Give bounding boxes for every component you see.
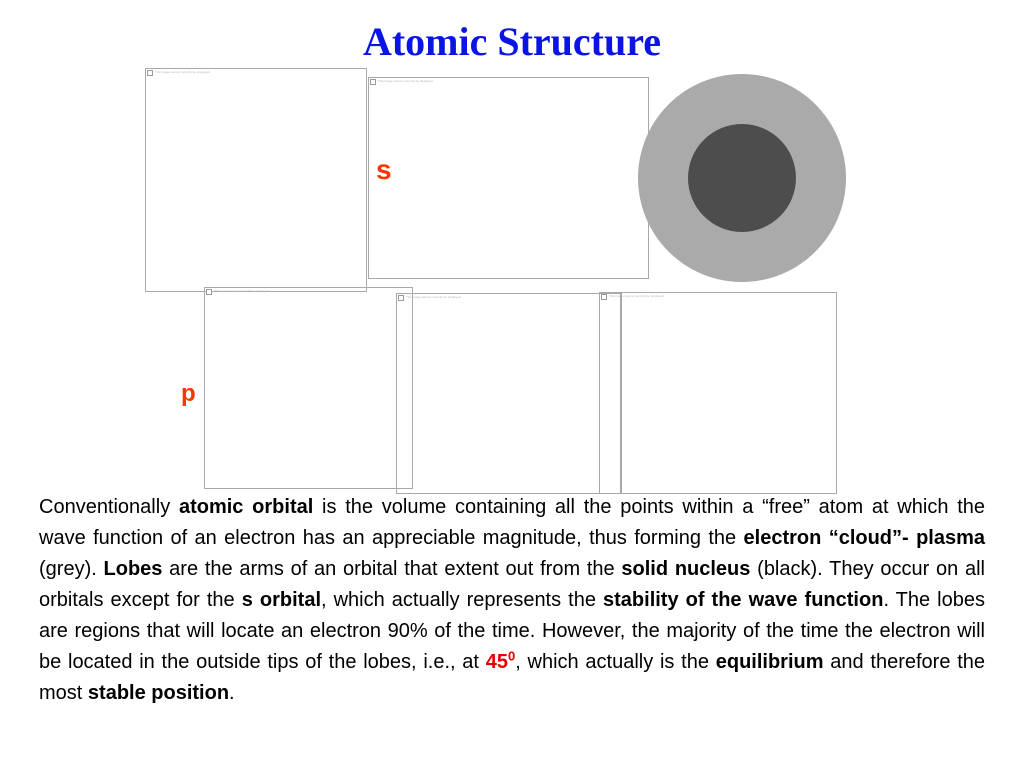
image-placeholder-caption: This image cannot currently be displayed… — [609, 294, 665, 298]
image-placeholder-s-orbital-2: This image cannot currently be displayed… — [368, 77, 649, 279]
description-text: , which actually represents the — [321, 589, 604, 611]
image-placeholder-caption: This image cannot currently be displayed… — [155, 70, 211, 74]
s-orbital-label: s — [376, 154, 392, 185]
orbital-description: Conventionally atomic orbital is the vol… — [39, 492, 985, 709]
electron-cloud — [638, 74, 846, 282]
slide-title: Atomic Structure — [362, 19, 662, 64]
solid-nucleus — [688, 124, 796, 232]
description-text: . The lobes are regions that will locate… — [39, 589, 985, 673]
description-keyword: stability of the wave function — [603, 589, 884, 611]
description-text: (black). They occur on all orbitals exce… — [39, 558, 985, 611]
p-orbital-label: p — [181, 380, 196, 407]
description-angle-superscript: 0 — [508, 648, 516, 664]
description-keyword: s orbital — [241, 589, 321, 611]
description-text: and therefore the most — [39, 651, 986, 704]
description-text: are the arms of an orbital that extent o… — [162, 558, 622, 580]
image-placeholder-s-orbital-1: This image cannot currently be displayed… — [145, 68, 367, 292]
image-placeholder-p-orbital-4 — [620, 292, 622, 494]
description-keyword: electron “cloud”- plasma — [743, 527, 985, 549]
description-text: , which actually is the — [515, 651, 716, 673]
image-placeholder-caption: This image cannot currently be displayed… — [378, 79, 434, 83]
image-placeholder-caption: This image cannot currently be displayed… — [406, 295, 462, 299]
description-keyword: equilibrium — [715, 651, 824, 673]
broken-image-icon — [147, 70, 153, 76]
image-placeholder-p-orbital-2: This image cannot currently be displayed… — [396, 293, 622, 494]
broken-image-icon — [206, 289, 212, 295]
image-placeholder-p-orbital-3: This image cannot currently be displayed… — [599, 292, 837, 494]
broken-image-icon — [370, 79, 376, 85]
description-text: (grey). — [39, 558, 104, 580]
description-text: is the volume containing all the points … — [39, 496, 985, 549]
description-keyword: atomic orbital — [178, 496, 314, 518]
description-keyword: Lobes — [103, 558, 163, 580]
broken-image-icon — [601, 294, 607, 300]
broken-image-icon — [398, 295, 404, 301]
description-angle-value: 45 — [485, 651, 508, 673]
description-text: Conventionally — [39, 496, 179, 518]
image-placeholder-p-orbital-1: This image cannot currently be displayed… — [204, 287, 413, 489]
description-text: . — [229, 682, 235, 704]
description-keyword: solid nucleus — [621, 558, 751, 580]
image-placeholder-caption: This image cannot currently be displayed… — [214, 289, 270, 293]
description-keyword: stable position — [87, 682, 230, 704]
